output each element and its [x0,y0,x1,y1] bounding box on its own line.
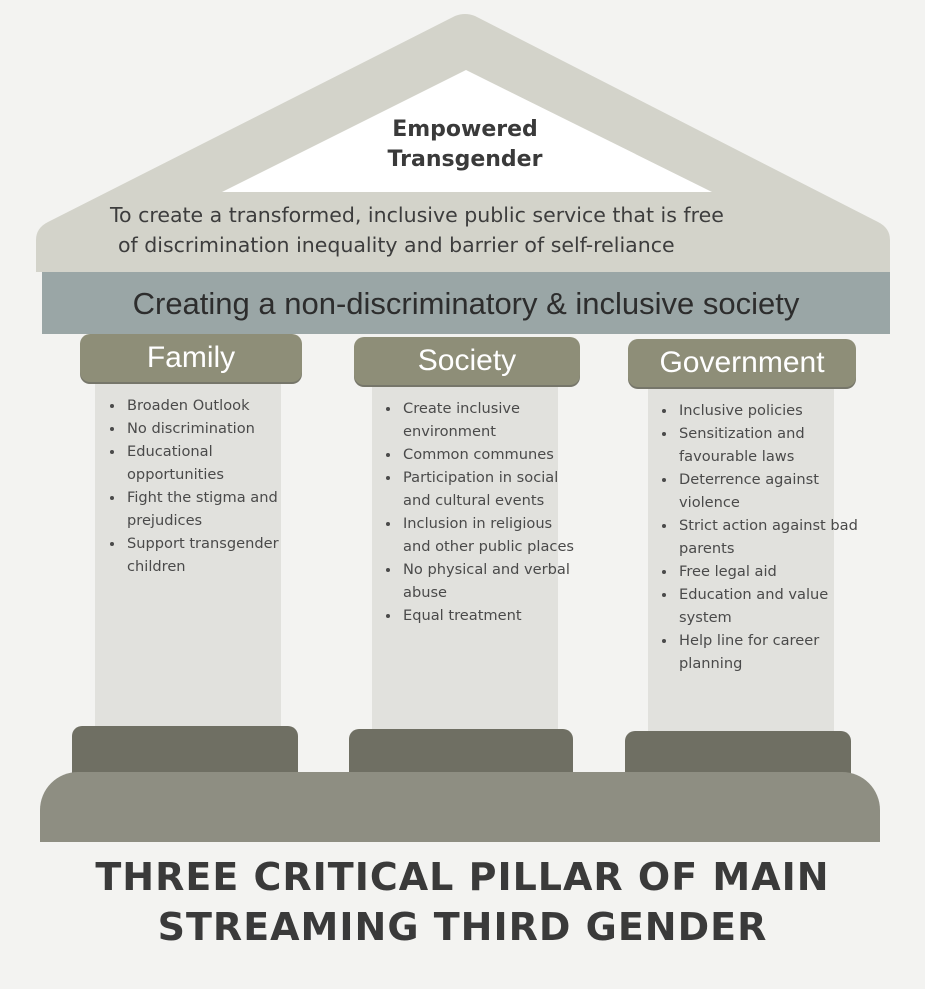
footer-line2: STREAMING THIRD GENDER [157,905,768,949]
pillar-base-society [349,729,573,779]
beam-bar [42,272,890,334]
roof-tympanum [222,70,712,192]
roof-title: Empowered Transgender [300,115,630,175]
list-item: No physical and verbal abuse [401,558,581,604]
list-item: Inclusion in religious and other public … [401,512,581,558]
list-item: Free legal aid [677,560,859,583]
list-item: Deterrence against violence [677,468,859,514]
list-item: Common communes [401,443,581,466]
list-item: Fight the stigma and prejudices [125,486,305,532]
list-item: Create inclusive environment [401,397,581,443]
list-item: Broaden Outlook [125,394,305,417]
list-item: Help line for career planning [677,629,859,675]
pillar-shaft-family [95,382,281,727]
list-item: Education and value system [677,583,859,629]
roof-title-line2: Transgender [387,147,543,172]
list-item: Equal treatment [401,604,581,627]
beam-text: Creating a non-discriminatory & inclusiv… [132,286,800,321]
list-item: Strict action against bad parents [677,514,859,560]
pillar-capital-family: Family [80,334,302,382]
list-item: Support transgender children [125,532,305,578]
pillar-shaft-society [372,385,558,730]
mission-line2: of discrimination inequality and barrier… [118,233,675,257]
list-item: Inclusive policies [677,399,859,422]
roof-title-line1: Empowered [392,117,538,142]
mission-statement: To create a transformed, inclusive publi… [110,200,830,260]
pillar-capital-government: Government [628,339,856,387]
pillar-shaft-government [648,387,834,732]
list-item: Participation in social and cultural eve… [401,466,581,512]
temple-foundation [40,772,880,842]
pillar-capital-society: Society [354,337,580,385]
list-item: Educational opportunities [125,440,305,486]
diagram-footer-title: THREE CRITICAL PILLAR OF MAIN STREAMING … [30,852,895,952]
pillar-list-society: Create inclusive environment Common comm… [376,397,581,627]
footer-line1: THREE CRITICAL PILLAR OF MAIN [95,855,830,899]
list-item: Sensitization and favourable laws [677,422,859,468]
pillar-list-government: Inclusive policies Sensitization and fav… [652,399,859,675]
list-item: No discrimination [125,417,305,440]
pillar-base-family [72,726,298,776]
mission-line1: To create a transformed, inclusive publi… [110,203,724,227]
pillar-list-family: Broaden Outlook No discrimination Educat… [100,394,305,578]
